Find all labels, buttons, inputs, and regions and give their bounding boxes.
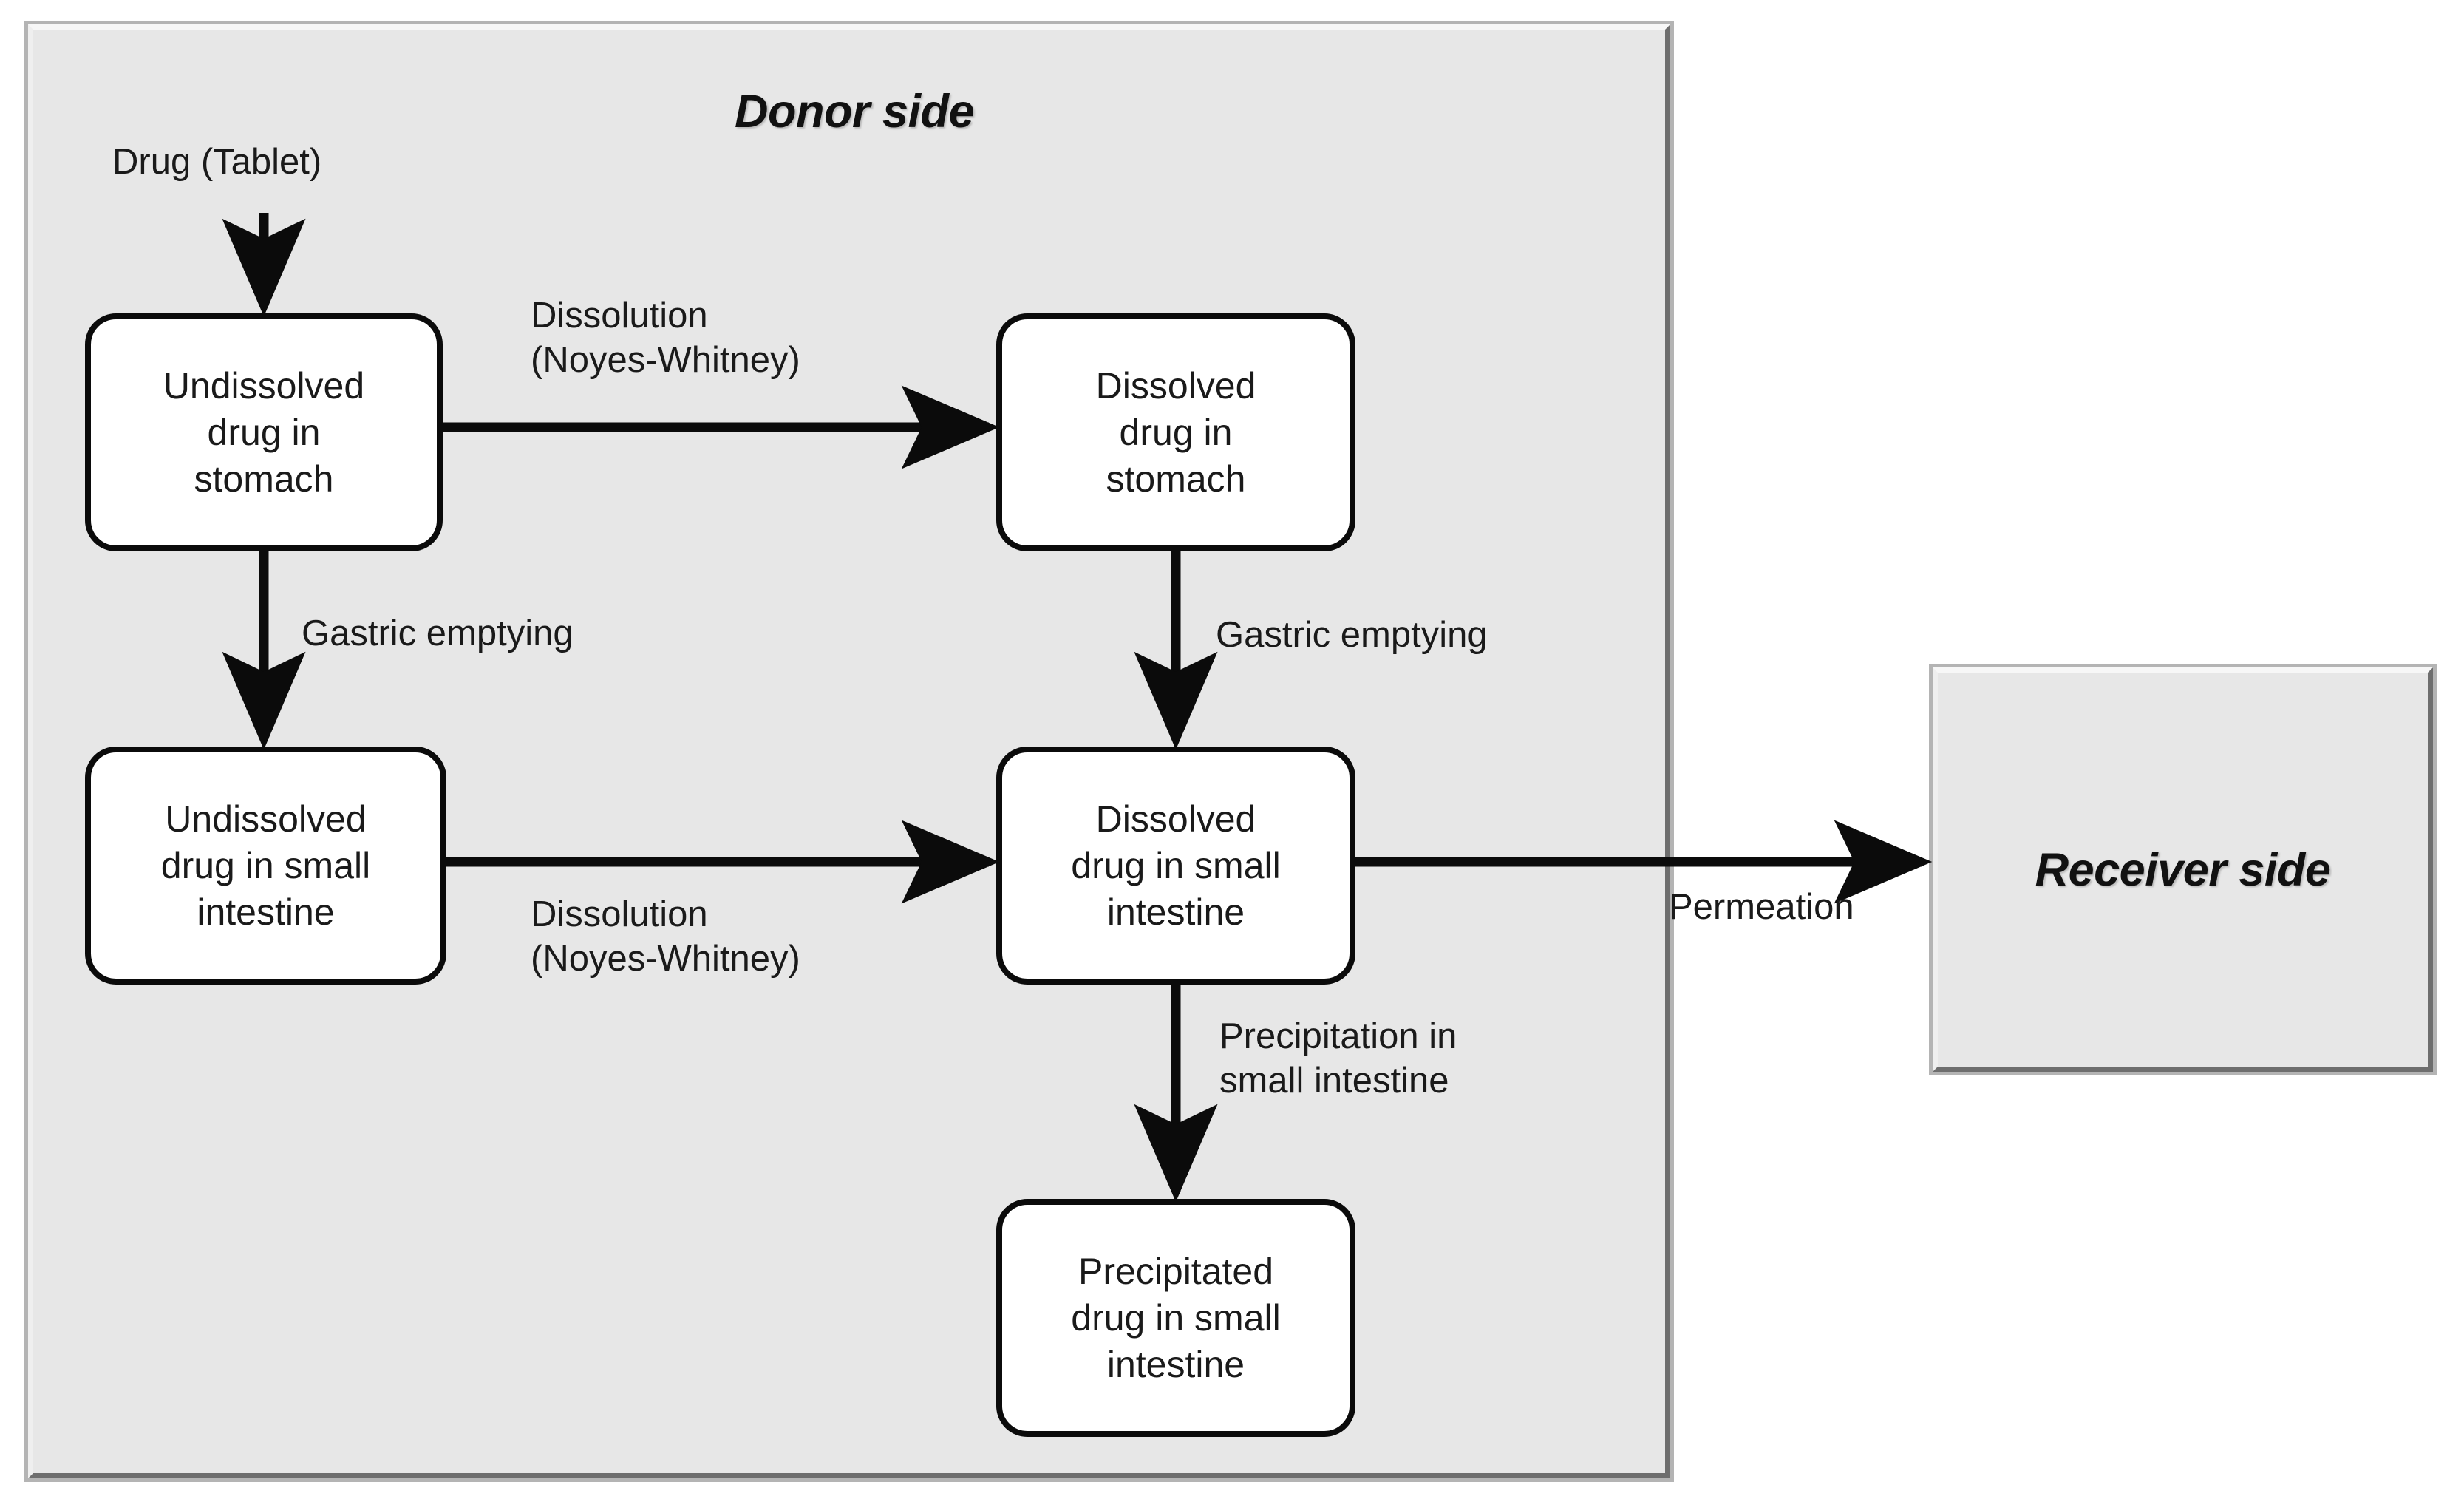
edge-label-precipitation: Precipitation in small intestine — [1219, 1016, 1457, 1101]
node-precipitated-drug-in-small-intestine[interactable]: Precipitated drug in small intestine — [996, 1199, 1355, 1437]
donor-side-title: Donor side — [734, 86, 975, 137]
node-dissolved-drug-in-small-intestine[interactable]: Dissolved drug in small intestine — [996, 747, 1355, 985]
node-dissolved-drug-in-stomach[interactable]: Dissolved drug in stomach — [996, 313, 1355, 551]
node-label: Dissolved drug in small intestine — [1071, 798, 1281, 933]
node-label: Undissolved drug in stomach — [163, 364, 365, 500]
node-label: Precipitated drug in small intestine — [1071, 1250, 1281, 1385]
node-undissolved-drug-in-stomach[interactable]: Undissolved drug in stomach — [85, 313, 443, 551]
edge-label-dissolution-stomach: Dissolution (Noyes-Whitney) — [531, 296, 800, 380]
edge-label-permeation: Permeation — [1669, 887, 1854, 927]
node-label: Undissolved drug in small intestine — [160, 798, 371, 933]
receiver-side-title: Receiver side — [2035, 843, 2331, 896]
edge-label-drug-tablet: Drug (Tablet) — [112, 142, 322, 182]
edge-label-gastric-emptying-dissolved: Gastric emptying — [1216, 615, 1488, 655]
receiver-side-panel: Receiver side — [1933, 667, 2433, 1072]
node-label: Dissolved drug in stomach — [1095, 364, 1256, 500]
node-undissolved-drug-in-small-intestine[interactable]: Undissolved drug in small intestine — [85, 747, 446, 985]
edge-label-gastric-emptying-undissolved: Gastric emptying — [302, 613, 574, 653]
edge-label-dissolution-intestine: Dissolution (Noyes-Whitney) — [531, 894, 800, 979]
